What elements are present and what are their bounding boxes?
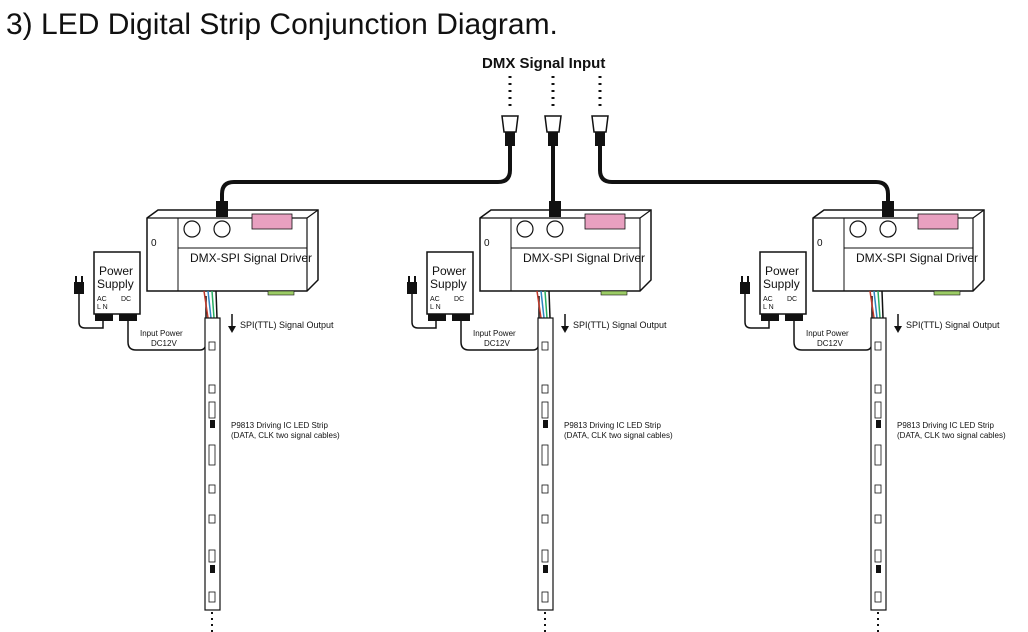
input-power-voltage: DC12V [817, 339, 843, 348]
ac-plug-3 [740, 276, 770, 329]
power-supply-1: Power Supply AC L N DC [93, 251, 141, 321]
ac-label: AC [97, 296, 107, 303]
unit-3: 0 DMX-SPI Signal Driver Power Supply AC … [740, 201, 1006, 632]
ac-terminals-label: L N [97, 304, 108, 311]
led-strip-2 [537, 317, 554, 632]
led-strip-1 [204, 317, 221, 632]
driver-label: DMX-SPI Signal Driver [190, 251, 312, 265]
ac-terminals-label: L N [763, 304, 774, 311]
svg-text:0: 0 [484, 238, 490, 249]
dip-switch [251, 213, 293, 230]
signal-wires-3 [869, 290, 884, 319]
dip-switch [917, 213, 959, 230]
dmx-cables [220, 146, 890, 205]
strip-label: P9813 Driving IC LED Strip [231, 421, 328, 430]
strip-label: P9813 Driving IC LED Strip [564, 421, 661, 430]
spi-output-label: SPI(TTL) Signal Output [906, 320, 1000, 330]
power-supply-label: Power [432, 264, 466, 278]
dmx-plug-2 [544, 76, 562, 146]
svg-text:0: 0 [817, 238, 823, 249]
spi-output-label: SPI(TTL) Signal Output [240, 320, 334, 330]
ac-label: AC [430, 296, 440, 303]
driver-label: DMX-SPI Signal Driver [856, 251, 978, 265]
ac-plug-1 [74, 276, 104, 329]
power-supply-label: Power [99, 264, 133, 278]
strip-label: (DATA, CLK two signal cables) [231, 431, 340, 440]
ac-label: AC [763, 296, 773, 303]
strip-label: P9813 Driving IC LED Strip [897, 421, 994, 430]
spi-output-1: SPI(TTL) Signal Output [228, 314, 334, 333]
dmx-input-plugs [501, 76, 609, 146]
power-supply-label: Power [765, 264, 799, 278]
power-supply-3: Power Supply AC L N DC [759, 251, 807, 321]
input-power-label: Input Power [140, 329, 183, 338]
dc-label: DC [454, 296, 464, 303]
dmx-plug-1 [501, 76, 519, 146]
power-supply-label: Supply [763, 277, 800, 291]
diagram-title: 3) LED Digital Strip Conjunction Diagram… [6, 8, 558, 41]
dmx-spi-driver-3: 0 DMX-SPI Signal Driver [812, 201, 985, 296]
power-supply-label: Supply [97, 277, 134, 291]
unit-1: 0 DMX-SPI Signal Driver Power Supply AC … [74, 201, 340, 632]
dmx-spi-driver-1: 0 DMX-SPI Signal Driver [146, 201, 319, 296]
spi-output-label: SPI(TTL) Signal Output [573, 320, 667, 330]
input-power-label: Input Power [473, 329, 516, 338]
spi-output-3: SPI(TTL) Signal Output [894, 314, 1000, 333]
power-supply-label: Supply [430, 277, 467, 291]
dc-label: DC [121, 296, 131, 303]
dmx-spi-driver-2: 0 DMX-SPI Signal Driver [479, 201, 652, 296]
signal-wires-2 [536, 290, 551, 319]
unit-2: 0 DMX-SPI Signal Driver Power Supply AC … [407, 201, 673, 632]
dc-label: DC [787, 296, 797, 303]
input-power-voltage: DC12V [484, 339, 510, 348]
dmx-plug-3 [591, 76, 609, 146]
dmx-signal-input-label: DMX Signal Input [482, 55, 605, 72]
dip-switch [584, 213, 626, 230]
strip-label: (DATA, CLK two signal cables) [897, 431, 1006, 440]
ac-terminals-label: L N [430, 304, 441, 311]
input-power-label: Input Power [806, 329, 849, 338]
input-power-voltage: DC12V [151, 339, 177, 348]
led-strip-3 [870, 317, 887, 632]
power-supply-2: Power Supply AC L N DC [426, 251, 474, 321]
driver-label: DMX-SPI Signal Driver [523, 251, 645, 265]
signal-wires-1 [203, 290, 218, 319]
svg-text:0: 0 [151, 238, 157, 249]
ac-plug-2 [407, 276, 437, 329]
strip-label: (DATA, CLK two signal cables) [564, 431, 673, 440]
spi-output-2: SPI(TTL) Signal Output [561, 314, 667, 333]
